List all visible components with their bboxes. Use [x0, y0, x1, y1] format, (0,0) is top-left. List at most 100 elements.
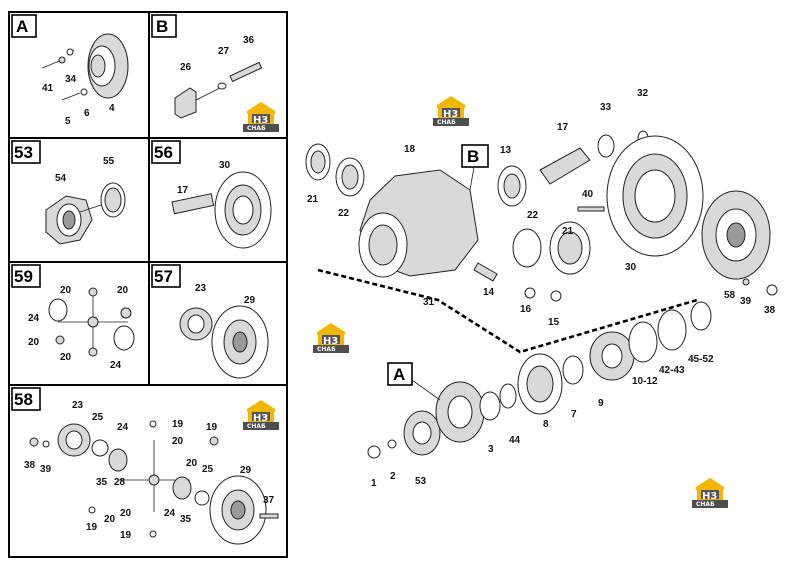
label: 35: [96, 477, 108, 488]
label: 42-43: [659, 365, 685, 376]
panel-a-letter: A: [16, 17, 28, 36]
callout-b-box: [461, 144, 489, 168]
label: 19: [206, 422, 218, 433]
panel-53-letter: 53: [14, 143, 33, 162]
label: 37: [263, 495, 275, 506]
label: 20: [172, 436, 184, 447]
svg-text:CHAБ: CHAБ: [247, 125, 266, 132]
label: 39: [740, 296, 752, 307]
label: 20: [117, 285, 129, 296]
label: 20: [28, 337, 40, 348]
svg-text:H3: H3: [443, 109, 458, 120]
label: 7: [571, 409, 577, 420]
label: 5: [65, 116, 71, 127]
callout-b: B: [467, 147, 479, 166]
svg-text:CHAБ: CHAБ: [247, 423, 266, 430]
label: 54: [55, 173, 67, 184]
label: 21: [307, 194, 319, 205]
label: 39: [40, 464, 52, 475]
label: 4: [109, 103, 115, 114]
label: 25: [92, 412, 104, 423]
label: 14: [483, 287, 495, 298]
panel-57-letter: 57: [154, 267, 173, 286]
panel-b-letter: B: [156, 17, 168, 36]
panel-59-letter: 59: [14, 267, 33, 286]
label: 18: [404, 144, 416, 155]
label: 24: [164, 508, 176, 519]
label: 20: [186, 458, 198, 469]
label: 38: [24, 460, 36, 471]
label: 29: [244, 295, 256, 306]
svg-text:H3: H3: [323, 336, 338, 347]
label: 29: [240, 465, 252, 476]
label: 9: [598, 398, 604, 409]
label: 20: [60, 285, 72, 296]
svg-text:H3: H3: [702, 491, 717, 502]
label: 10-12: [632, 376, 658, 387]
panel-a: A 41 34 4 5 6: [11, 14, 129, 127]
label: 24: [117, 422, 129, 433]
label: 30: [625, 262, 637, 273]
panel-59: 59 20 20 24 20 20 24: [11, 264, 135, 371]
label: 34: [65, 74, 77, 85]
panel-56-letter: 56: [154, 143, 173, 162]
label: 20: [120, 508, 132, 519]
label: 23: [72, 400, 84, 411]
label: 53: [415, 476, 427, 487]
callout-a: A: [393, 365, 405, 384]
label: 38: [764, 305, 776, 316]
label: 58: [724, 290, 736, 301]
panel-56: 56 17 30: [151, 140, 272, 249]
label: 19: [86, 522, 98, 533]
svg-text:H3: H3: [253, 413, 268, 424]
panel-58: 58 23 25 19 24 20 19 38 39 20 25 35 28 2…: [11, 387, 279, 545]
label: 16: [520, 304, 532, 315]
label: 22: [527, 210, 539, 221]
svg-text:H3: H3: [253, 115, 268, 126]
panel-58-letter: 58: [14, 390, 33, 409]
label: 24: [28, 313, 40, 324]
label: 28: [114, 477, 126, 488]
label: 21: [562, 226, 574, 237]
main-exploded-view: B A 21 22 18 13 17 33 32 40 22 21 31 14 …: [305, 88, 778, 508]
label: 17: [557, 122, 569, 133]
label: 20: [104, 514, 116, 525]
label: 44: [509, 435, 521, 446]
label: 22: [338, 208, 350, 219]
label: 15: [548, 317, 560, 328]
label: 35: [180, 514, 192, 525]
svg-text:CHAБ: CHAБ: [696, 501, 715, 508]
svg-text:CHAБ: CHAБ: [437, 119, 456, 126]
label: 45-52: [688, 354, 714, 365]
label: 19: [172, 419, 184, 430]
label: 55: [103, 156, 115, 167]
label: 27: [218, 46, 230, 57]
label: 13: [500, 145, 512, 156]
label: 17: [177, 185, 189, 196]
label: 2: [390, 471, 396, 482]
label: 23: [195, 283, 207, 294]
label: 6: [84, 108, 90, 119]
label: 33: [600, 102, 612, 113]
label: 25: [202, 464, 214, 475]
label: 19: [120, 530, 132, 541]
panel-53: 53 54 55: [11, 140, 126, 245]
callout-a-box: [387, 362, 413, 386]
label: 40: [582, 189, 594, 200]
svg-text:CHAБ: CHAБ: [317, 346, 336, 353]
label: 32: [637, 88, 649, 99]
label: 3: [488, 444, 494, 455]
label: 1: [371, 478, 377, 489]
label: 20: [60, 352, 72, 363]
label: 26: [180, 62, 192, 73]
label: 8: [543, 419, 549, 430]
inset-panels: [8, 11, 288, 558]
label: 41: [42, 83, 54, 94]
label: 30: [219, 160, 231, 171]
label: 24: [110, 360, 122, 371]
label: 36: [243, 35, 255, 46]
label: 31: [423, 297, 435, 308]
panel-57: 57 23 29: [151, 264, 269, 379]
